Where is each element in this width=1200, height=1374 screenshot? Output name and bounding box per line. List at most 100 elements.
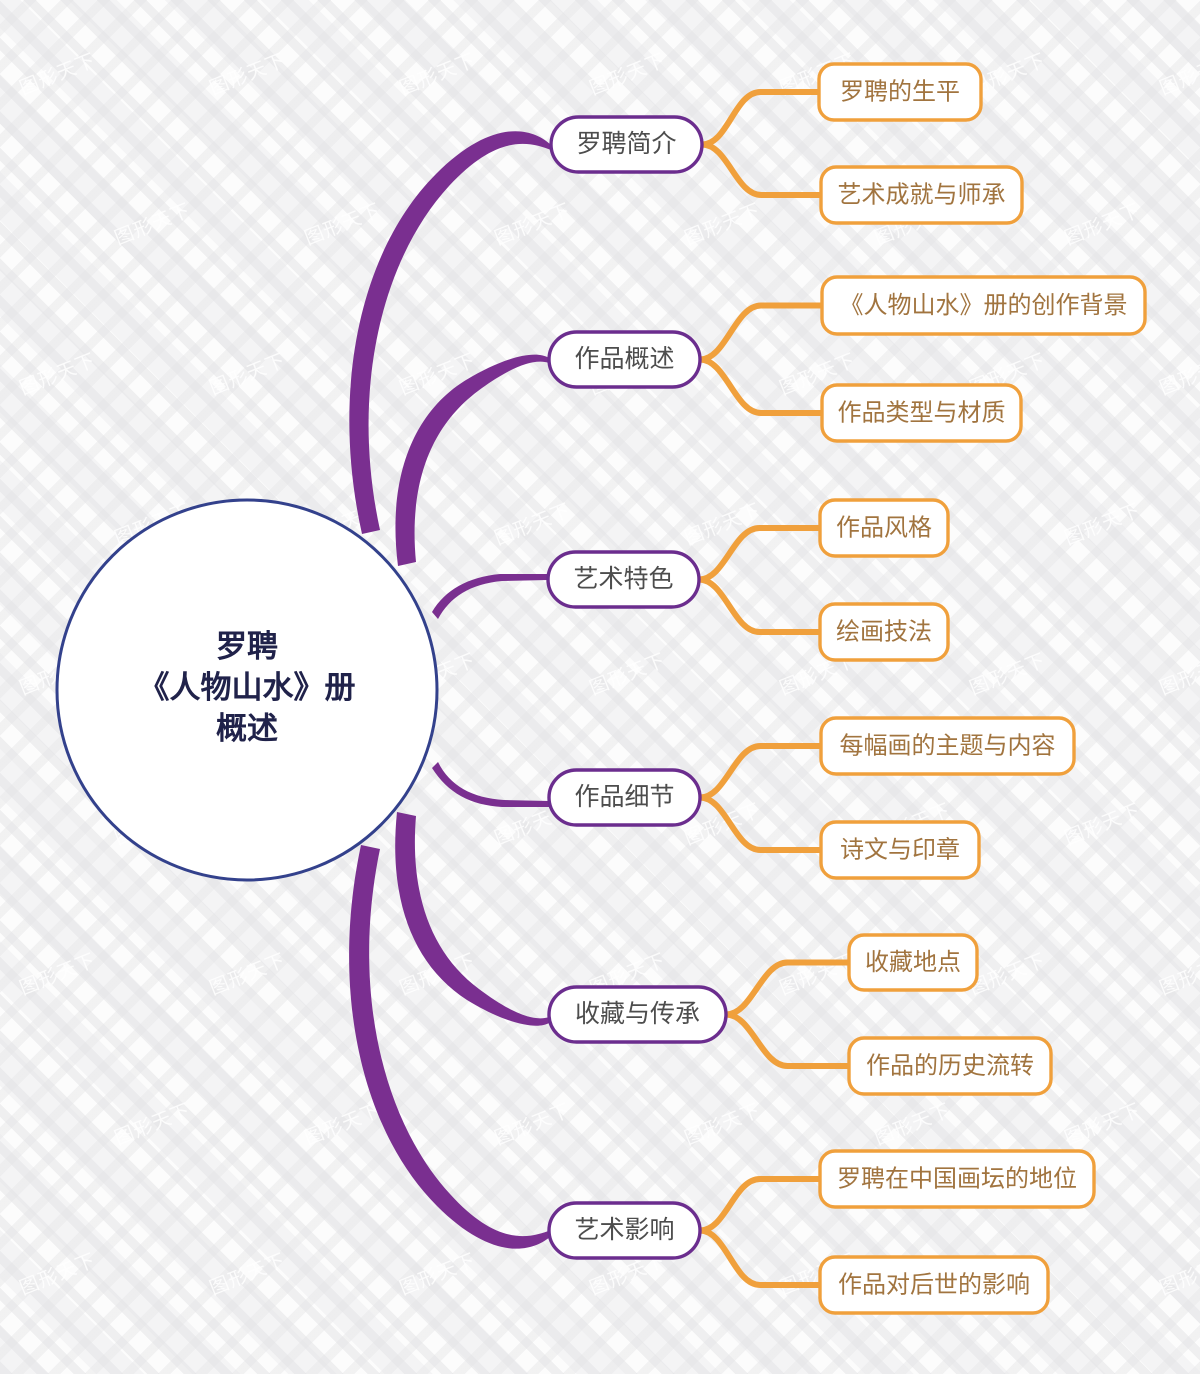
leaf-node-5-1[interactable]: 收藏地点 — [847, 933, 979, 992]
watermark-label: 图形天下 — [682, 1099, 764, 1149]
watermark-label: 图形天下 — [112, 199, 194, 249]
leaf-node-2-1[interactable]: 《人物山水》册的创作背景 — [820, 275, 1147, 336]
branch-connector-5 — [395, 812, 549, 1026]
leaf-connector-6-2 — [697, 1227, 823, 1288]
leaf-node-1-1[interactable]: 罗聘的生平 — [817, 62, 983, 122]
leaf-connector-1-1 — [699, 89, 822, 148]
leaf-connector-5-1 — [723, 959, 852, 1018]
branch-node-4[interactable]: 作品细节 — [547, 768, 702, 827]
central-node[interactable]: 罗聘《人物山水》册概述 — [55, 498, 439, 882]
rounded-box-node-icon — [819, 820, 981, 880]
leaf-node-label: 每幅画的主题与内容 — [840, 732, 1056, 759]
leaf-connector-4-1 — [697, 743, 824, 801]
watermark-label: 图形天下 — [492, 499, 574, 549]
rounded-box-node-icon — [819, 165, 1024, 225]
leaf-connector-4-2 — [697, 794, 824, 853]
watermark-label: 图形天下 — [1157, 349, 1200, 399]
leaf-node-2-2[interactable]: 作品类型与材质 — [820, 383, 1023, 443]
leaf-connector-3-1 — [696, 525, 823, 583]
leaf-node-label: 收藏地点 — [865, 949, 961, 976]
branch-connector-1 — [349, 131, 551, 534]
watermark-label: 图形天下 — [587, 49, 669, 99]
leaf-node-label: 作品对后世的影响 — [838, 1271, 1030, 1298]
leaf-node-3-2[interactable]: 绘画技法 — [818, 602, 950, 662]
central-node-label-line-3: 概述 — [216, 711, 278, 746]
leaf-node-6-2[interactable]: 作品对后世的影响 — [818, 1255, 1050, 1315]
rounded-box-node-icon — [820, 383, 1023, 443]
watermark-label: 图形天下 — [397, 1249, 479, 1299]
branch-node-label: 艺术特色 — [573, 565, 673, 593]
leaf-node-label: 罗聘的生平 — [840, 78, 960, 105]
watermark-label: 图形天下 — [207, 949, 289, 999]
pill-node-icon — [547, 985, 728, 1044]
rounded-box-node-icon — [820, 275, 1147, 336]
watermark-label: 图形天下 — [207, 49, 289, 99]
watermark-label: 图形天下 — [587, 649, 669, 699]
watermark-label: 图形天下 — [1062, 1099, 1144, 1149]
branch-node-6[interactable]: 艺术影响 — [547, 1201, 702, 1260]
pill-node-icon — [546, 550, 701, 609]
branch-node-label: 收藏与传承 — [575, 1000, 700, 1028]
watermark-label: 图形天下 — [492, 199, 574, 249]
watermark-label: 图形天下 — [492, 1099, 574, 1149]
pill-node-icon — [547, 1201, 702, 1260]
central-node-label-line-2: 《人物山水》册 — [139, 670, 356, 705]
watermark-label: 图形天下 — [17, 49, 99, 99]
rounded-box-node-icon — [847, 1036, 1053, 1096]
leaf-connector-2-1 — [697, 302, 825, 363]
watermark-label: 图形天下 — [207, 1249, 289, 1299]
leaf-node-4-2[interactable]: 诗文与印章 — [819, 820, 981, 880]
watermark-label: 图形天下 — [1157, 949, 1200, 999]
rounded-box-node-icon — [818, 602, 950, 662]
watermark-label: 图形天下 — [1062, 499, 1144, 549]
branch-node-label: 作品细节 — [574, 783, 674, 811]
leaf-node-label: 艺术成就与师承 — [838, 181, 1006, 208]
leaf-node-6-1[interactable]: 罗聘在中国画坛的地位 — [818, 1149, 1096, 1209]
branch-connector-3 — [432, 574, 548, 619]
rounded-box-node-icon — [819, 716, 1076, 776]
branch-node-3[interactable]: 艺术特色 — [546, 550, 701, 609]
leaf-node-4-1[interactable]: 每幅画的主题与内容 — [819, 716, 1076, 776]
leaf-node-label: 绘画技法 — [836, 618, 932, 645]
watermark-label: 图形天下 — [17, 349, 99, 399]
circle-node-icon — [55, 498, 439, 882]
watermark-label: 图形天下 — [1157, 49, 1200, 99]
branch-node-2[interactable]: 作品概述 — [547, 330, 702, 389]
leaf-connector-5-2 — [723, 1011, 852, 1069]
watermark-label: 图形天下 — [682, 499, 764, 549]
central-node-label-line-1: 罗聘 — [216, 629, 278, 664]
branch-node-1[interactable]: 罗聘简介 — [549, 115, 704, 174]
leaf-connector-6-1 — [697, 1176, 823, 1234]
leaf-node-label: 《人物山水》册的创作背景 — [840, 292, 1128, 319]
watermark-label: 图形天下 — [17, 1249, 99, 1299]
leaf-connector-1-2 — [699, 141, 824, 198]
watermark-label: 图形天下 — [1157, 1249, 1200, 1299]
watermark-label: 图形天下 — [17, 949, 99, 999]
leaf-connector-3-2 — [696, 576, 823, 635]
leaf-node-label: 罗聘在中国画坛的地位 — [837, 1165, 1077, 1192]
branch-node-label: 罗聘简介 — [576, 130, 676, 158]
pill-node-icon — [547, 330, 702, 389]
branch-node-5[interactable]: 收藏与传承 — [547, 985, 728, 1044]
rounded-box-node-icon — [818, 498, 950, 558]
rounded-box-node-icon — [817, 62, 983, 122]
leaf-node-3-1[interactable]: 作品风格 — [818, 498, 950, 558]
watermark-label: 图形天下 — [967, 949, 1049, 999]
branch-node-label: 作品概述 — [574, 345, 674, 373]
leaf-node-5-2[interactable]: 作品的历史流转 — [847, 1036, 1053, 1096]
watermark-label: 图形天下 — [682, 199, 764, 249]
branch-connector-6 — [349, 845, 551, 1249]
watermark-label: 图形天下 — [967, 649, 1049, 699]
leaf-connector-2-2 — [697, 356, 825, 416]
pill-node-icon — [549, 115, 704, 174]
rounded-box-node-icon — [818, 1255, 1050, 1315]
watermark-label: 图形天下 — [1062, 199, 1144, 249]
watermark-label: 图形天下 — [302, 199, 384, 249]
branch-connector-layer — [349, 131, 551, 1249]
leaf-node-1-2[interactable]: 艺术成就与师承 — [819, 165, 1024, 225]
watermark-label: 图形天下 — [777, 949, 859, 999]
watermark-label: 图形天下 — [207, 349, 289, 399]
